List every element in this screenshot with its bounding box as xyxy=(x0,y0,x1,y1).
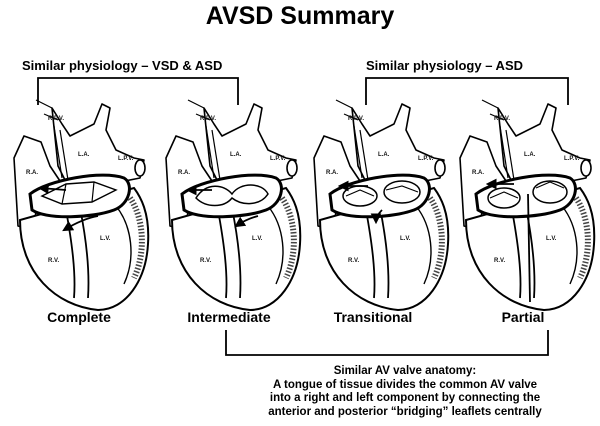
heart-intermediate: R.P.V. L.P.V. L.A. R.A. R.V. L.V. xyxy=(166,100,300,310)
svg-text:R.V.: R.V. xyxy=(200,258,211,264)
bracket-right xyxy=(365,77,569,105)
type-label-partial: Partial xyxy=(501,309,545,325)
group-label-asd: Similar physiology – ASD xyxy=(366,58,524,73)
anatomy-description: Similar AV valve anatomy: A tongue of ti… xyxy=(210,365,600,419)
type-label-complete: Complete xyxy=(47,309,111,325)
svg-text:L.P.V.: L.P.V. xyxy=(564,156,580,162)
svg-text:R.A.: R.A. xyxy=(178,170,190,176)
type-label-intermediate: Intermediate xyxy=(187,309,271,325)
anatomy-heading: Similar AV valve anatomy: xyxy=(333,365,477,377)
svg-text:L.P.V.: L.P.V. xyxy=(418,156,434,162)
svg-text:L.A.: L.A. xyxy=(78,152,90,158)
group-label-vsd-asd: Similar physiology – VSD & ASD xyxy=(22,58,223,73)
heart-transitional: R.P.V. L.P.V. L.A. R.A. R.V. L.V. xyxy=(314,100,448,310)
svg-text:L.V.: L.V. xyxy=(400,236,411,242)
bracket-left xyxy=(37,77,239,105)
heart-complete: R.P.V. L.P.V. L.A. R.A. R.V. L.V. xyxy=(14,100,148,310)
svg-text:L.V.: L.V. xyxy=(546,236,557,242)
svg-text:L.V.: L.V. xyxy=(252,236,263,242)
svg-text:R.A.: R.A. xyxy=(26,170,38,176)
svg-text:R.A.: R.A. xyxy=(326,170,338,176)
page-title: AVSD Summary xyxy=(205,2,395,30)
svg-text:L.A.: L.A. xyxy=(378,152,390,158)
anatomy-line: A tongue of tissue divides the common AV… xyxy=(272,378,538,391)
svg-text:R.P.V.: R.P.V. xyxy=(48,116,64,122)
svg-text:R.A.: R.A. xyxy=(472,170,484,176)
anatomy-line: anterior and posterior “bridging” leafle… xyxy=(268,405,542,418)
svg-text:R.V.: R.V. xyxy=(48,258,59,264)
heart-partial: R.P.V. L.P.V. L.A. R.A. R.V. L.V. xyxy=(460,100,594,310)
svg-text:L.A.: L.A. xyxy=(524,152,536,158)
svg-text:L.P.V.: L.P.V. xyxy=(118,156,134,162)
svg-text:L.A.: L.A. xyxy=(230,152,242,158)
svg-text:R.V.: R.V. xyxy=(494,258,505,264)
svg-text:R.P.V.: R.P.V. xyxy=(200,116,216,122)
type-label-transitional: Transitional xyxy=(333,309,413,325)
svg-text:L.P.V.: L.P.V. xyxy=(270,156,286,162)
anatomy-line: into a right and left component by conne… xyxy=(269,392,541,404)
bracket-bottom xyxy=(225,330,549,356)
svg-text:R.P.V.: R.P.V. xyxy=(348,116,364,122)
svg-text:L.V.: L.V. xyxy=(100,236,111,242)
svg-text:R.P.V.: R.P.V. xyxy=(494,116,510,122)
svg-text:R.V.: R.V. xyxy=(348,258,359,264)
